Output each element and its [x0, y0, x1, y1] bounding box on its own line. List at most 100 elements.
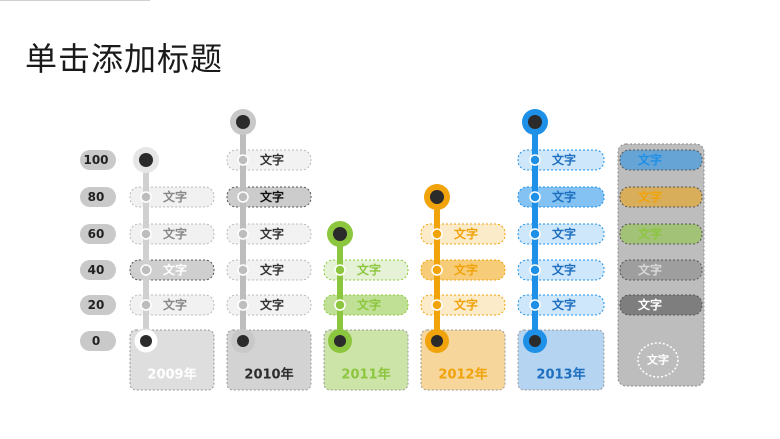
top-marker-dot	[236, 115, 250, 129]
level-label: 文字	[129, 294, 215, 316]
level-label: 文字	[129, 186, 215, 208]
scale-pill-bg	[80, 331, 116, 351]
level-label: 文字	[517, 259, 605, 281]
legend-swatch	[619, 149, 703, 171]
level-label-bg	[129, 294, 215, 316]
level-label-bg	[323, 259, 409, 281]
pole-dot	[140, 299, 152, 311]
legend-label: 文字	[638, 189, 662, 204]
legend-label: 文字	[638, 262, 662, 277]
level-label: 文字	[420, 259, 506, 281]
top-rule	[0, 0, 150, 1]
level-label-text: 文字	[260, 189, 284, 204]
level-label-bg	[129, 259, 215, 281]
scale-pill-bg	[80, 260, 116, 280]
level-label-text: 文字	[163, 189, 187, 204]
level-label-bg	[226, 294, 312, 316]
pole-dot	[237, 191, 249, 203]
level-label: 文字	[226, 186, 312, 208]
scale-label: 60	[88, 227, 105, 241]
level-label-bg	[226, 223, 312, 245]
legend-item: 文字	[619, 223, 703, 245]
level-label-text: 文字	[552, 189, 576, 204]
level-label-text: 文字	[357, 262, 381, 277]
scale-label: 0	[92, 334, 100, 348]
scale-label: 20	[88, 298, 105, 312]
level-label-bg	[323, 294, 409, 316]
scale-pill-bg	[80, 150, 116, 170]
scale-label: 40	[88, 263, 105, 277]
legend-item: 文字	[619, 294, 703, 316]
pole-dot	[237, 299, 249, 311]
scale-pill-bg	[80, 224, 116, 244]
level-label: 文字	[226, 259, 312, 281]
level-label-bg	[517, 259, 605, 281]
top-marker-dot	[333, 227, 347, 241]
level-label: 文字	[517, 186, 605, 208]
year-label: 2013年	[536, 367, 585, 383]
pole-dot	[140, 228, 152, 240]
level-label-text: 文字	[454, 226, 478, 241]
level-label-bg	[129, 223, 215, 245]
scale-pill-bg	[80, 187, 116, 207]
year-label: 2010年	[244, 367, 293, 383]
pole-dot	[237, 228, 249, 240]
top-marker-dot	[528, 115, 542, 129]
pole-dot	[334, 299, 346, 311]
year-label: 2012年	[438, 367, 487, 383]
bottom-marker-dot	[431, 335, 443, 347]
level-label-text: 文字	[163, 226, 187, 241]
level-label-text: 文字	[163, 262, 187, 277]
pole-dot	[431, 264, 443, 276]
year-columns: 2009年文字文字文字文字2010年文字文字文字文字文字2011年文字文字201…	[129, 109, 605, 391]
level-label-text: 文字	[260, 262, 284, 277]
pole-dot	[529, 264, 541, 276]
scale-pill: 100	[80, 150, 116, 170]
pole-dot	[140, 264, 152, 276]
level-label: 文字	[517, 294, 605, 316]
level-label-bg	[420, 223, 506, 245]
bottom-marker-dot	[140, 335, 152, 347]
top-marker-dot	[139, 153, 153, 167]
scale-pill: 20	[80, 295, 116, 315]
level-label-bg	[517, 294, 605, 316]
level-label-text: 文字	[260, 226, 284, 241]
pole-dot	[334, 264, 346, 276]
pole-dot	[431, 299, 443, 311]
level-label-text: 文字	[552, 297, 576, 312]
level-label-bg	[226, 259, 312, 281]
legend-label: 文字	[638, 226, 662, 241]
pole-dot	[529, 154, 541, 166]
level-label-bg	[420, 294, 506, 316]
legend-item: 文字	[619, 149, 703, 171]
pole-dot	[237, 264, 249, 276]
year-label: 2009年	[147, 367, 196, 383]
level-label-text: 文字	[260, 297, 284, 312]
slide-title[interactable]: 单击添加标题	[25, 40, 224, 78]
scale-pill-bg	[80, 295, 116, 315]
level-label-text: 文字	[454, 297, 478, 312]
level-label-text: 文字	[163, 297, 187, 312]
level-label: 文字	[129, 259, 215, 281]
legend-badge-label: 文字	[647, 353, 669, 367]
bottom-marker-dot	[237, 335, 249, 347]
level-label-text: 文字	[260, 152, 284, 167]
scale-label: 100	[83, 153, 108, 167]
level-label: 文字	[517, 149, 605, 171]
bottom-marker-dot	[529, 335, 541, 347]
pole-dot	[431, 228, 443, 240]
level-label-text: 文字	[552, 262, 576, 277]
top-marker-dot	[430, 190, 444, 204]
legend-item: 文字	[619, 186, 703, 208]
level-label: 文字	[517, 223, 605, 245]
level-label: 文字	[420, 294, 506, 316]
level-label-bg	[420, 259, 506, 281]
level-label-bg	[517, 223, 605, 245]
scale-pill: 40	[80, 260, 116, 280]
level-label-text: 文字	[357, 297, 381, 312]
pole-dot	[529, 191, 541, 203]
